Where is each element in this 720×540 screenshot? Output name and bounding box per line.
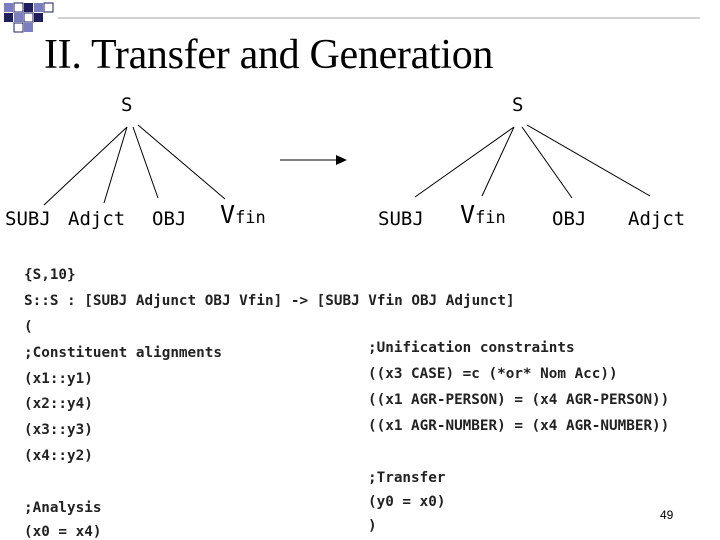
source-edge-subj — [43, 126, 128, 206]
source-node-vfin: Vfin — [220, 202, 266, 231]
target-root-node: S — [512, 94, 524, 116]
alignment-line: (x4::y2) — [24, 448, 93, 464]
rule-mapping: S::S : [SUBJ Adjunct OBJ Vfin] -> [SUBJ … — [24, 293, 515, 309]
target-vfin-sub: fin — [475, 208, 506, 228]
alignments-comment: ;Constituent alignments — [24, 345, 222, 361]
rule-close-paren: ) — [368, 518, 377, 534]
alignment-line: (x3::y3) — [24, 422, 93, 438]
constraint-line: ((x1 AGR-PERSON) = (x4 AGR-PERSON)) — [368, 392, 670, 408]
unification-comment: ;Unification constraints — [368, 340, 575, 356]
target-edge-vfin — [481, 126, 515, 197]
source-edge-obj — [132, 126, 159, 199]
transfer-comment: ;Transfer — [368, 470, 446, 486]
source-edge-adjct — [103, 126, 128, 204]
rule-header: {S,10} — [24, 267, 76, 283]
alignment-line: (x2::y4) — [24, 396, 93, 412]
decorative-squares — [4, 2, 54, 33]
alignment-line: (x1::y1) — [24, 371, 93, 387]
analysis-comment: ;Analysis — [24, 500, 102, 516]
source-edge-vfin — [137, 124, 226, 200]
page-number: 49 — [660, 508, 674, 522]
title-decoration — [4, 2, 700, 33]
source-vfin-main: V — [220, 200, 236, 229]
target-node-subj: SUBJ — [378, 208, 424, 230]
target-edge-obj — [521, 126, 573, 199]
slide-title: II. Transfer and Generation — [44, 32, 494, 78]
target-node-adjct: Adjct — [628, 208, 686, 230]
tree-diagram-lines — [43, 124, 651, 206]
source-root-node: S — [121, 94, 133, 116]
target-node-vfin: Vfin — [460, 202, 506, 231]
source-vfin-sub: fin — [235, 208, 266, 228]
target-vfin-main: V — [460, 200, 476, 229]
target-edge-subj — [414, 126, 515, 198]
target-edge-adjct — [526, 124, 651, 197]
source-node-obj: OBJ — [152, 208, 187, 230]
source-node-subj: SUBJ — [5, 208, 51, 230]
source-node-adjct: Adjct — [68, 208, 126, 230]
constraint-line: ((x3 CASE) =c (*or* Nom Acc)) — [368, 366, 618, 382]
transfer-arrow-head — [336, 155, 347, 165]
analysis-line: (x0 = x4) — [24, 524, 102, 540]
target-node-obj: OBJ — [552, 208, 587, 230]
constraint-line: ((x1 AGR-NUMBER) = (x4 AGR-NUMBER)) — [368, 418, 670, 434]
rule-open-paren: ( — [24, 319, 33, 335]
transfer-line: (y0 = x0) — [368, 494, 446, 510]
